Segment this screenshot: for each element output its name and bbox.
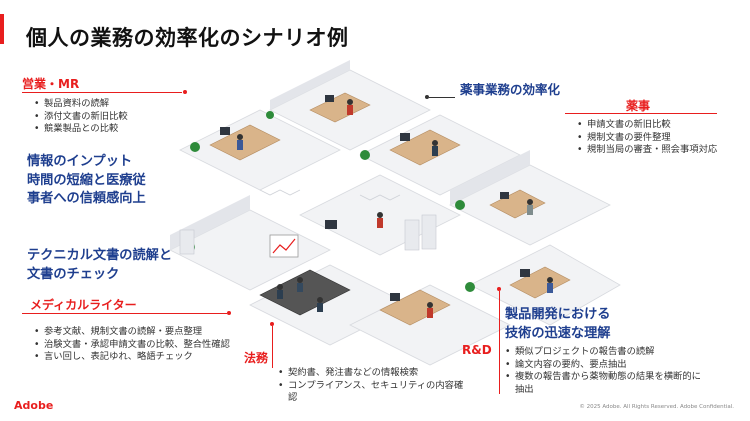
legal-list: 契約書、発注書などの情報検索 コンプライアンス、セキュリティの内容確認 bbox=[278, 367, 468, 405]
list-item: 添付文書の新旧比較 bbox=[34, 111, 184, 124]
legal-connector-dot bbox=[270, 322, 274, 326]
medical-writer-rule bbox=[22, 313, 227, 314]
list-item: 治験文書・承認申請文書の比較、整合性確認 bbox=[34, 339, 254, 352]
regulatory-connector bbox=[429, 97, 455, 98]
rnd-connector bbox=[498, 291, 500, 394]
list-item: 論文内容の要約、要点抽出 bbox=[505, 359, 705, 372]
list-item: 規制文書の要件整理 bbox=[577, 132, 727, 145]
sales-rule bbox=[22, 92, 182, 93]
medical-writer-list: 参考文献、規制文書の読解・要点整理 治験文書・承認申請文書の比較、整合性確認 言… bbox=[34, 326, 254, 364]
regulatory-heading: 薬事業務の効率化 bbox=[460, 82, 561, 97]
page-title: 個人の業務の効率化のシナリオ例 bbox=[26, 26, 349, 50]
sales-callout: 情報のインプット 時間の短縮と医療従 事者への信頼感向上 bbox=[27, 154, 146, 206]
medical-writer-callout: テクニカル文書の読解と 文書のチェック bbox=[27, 248, 173, 282]
regulatory-rule bbox=[565, 113, 717, 114]
rnd-label: R&D bbox=[462, 343, 492, 357]
regulatory-label: 薬事 bbox=[626, 99, 651, 113]
list-item: 製品資料の読解 bbox=[34, 98, 184, 111]
copyright-text: © 2025 Adobe. All Rights Reserved. Adobe… bbox=[579, 404, 734, 410]
list-item: 申請文書の新旧比較 bbox=[577, 119, 727, 132]
sales-label: 営業・MR bbox=[22, 77, 80, 91]
rnd-callout: 製品開発における 技術の迅速な理解 bbox=[505, 307, 611, 341]
medical-writer-connector-dot bbox=[227, 311, 231, 315]
list-item: 類似プロジェクトの報告書の読解 bbox=[505, 346, 705, 359]
office-illustration bbox=[169, 60, 621, 366]
list-item: 契約書、発注書などの情報検索 bbox=[278, 367, 468, 380]
regulatory-connector-dot bbox=[425, 95, 429, 99]
list-item: 競業製品との比較 bbox=[34, 123, 184, 136]
sales-list: 製品資料の読解 添付文書の新旧比較 競業製品との比較 bbox=[34, 98, 184, 136]
medical-writer-label: メディカルライター bbox=[30, 298, 137, 312]
list-item: 規制当局の審査・照会事項対応 bbox=[577, 144, 727, 157]
list-item: 言い回し、表記ゆれ、略語チェック bbox=[34, 351, 254, 364]
rnd-connector-dot bbox=[497, 287, 501, 291]
title-accent-bar bbox=[0, 14, 4, 44]
rnd-list: 類似プロジェクトの報告書の読解 論文内容の要約、要点抽出 複数の報告書から薬物動… bbox=[505, 346, 705, 396]
regulatory-list: 申請文書の新旧比較 規制文書の要件整理 規制当局の審査・照会事項対応 bbox=[577, 119, 727, 157]
list-item: 複数の報告書から薬物動態の結果を横断的に抽出 bbox=[505, 371, 705, 396]
sales-connector-dot bbox=[183, 90, 187, 94]
legal-connector bbox=[271, 326, 273, 368]
adobe-logo: Adobe bbox=[14, 399, 54, 412]
list-item: コンプライアンス、セキュリティの内容確認 bbox=[278, 380, 468, 405]
legal-label: 法務 bbox=[244, 351, 269, 365]
list-item: 参考文献、規制文書の読解・要点整理 bbox=[34, 326, 254, 339]
